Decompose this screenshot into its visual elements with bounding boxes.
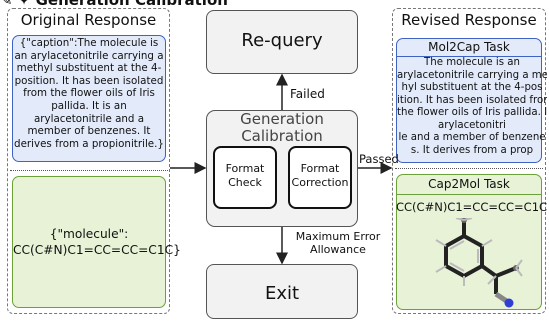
cap2mol-smiles-text: CC(C#N)C1=CC=CC=C1C <box>396 200 548 214</box>
original-response-title: Original Response <box>20 11 157 29</box>
cap2mol-task-label: Cap2Mol Task <box>428 177 510 191</box>
requery-label: Re-query <box>241 30 323 51</box>
original-caption-box <box>12 35 166 162</box>
mol2cap-task-label: Mol2Cap Task <box>428 40 510 54</box>
format-check-box <box>213 146 277 209</box>
molecule-structure-image <box>435 218 523 308</box>
format-correction-label: Format Correction <box>291 162 349 189</box>
mol2cap-task-box <box>396 38 542 163</box>
mol2cap-caption-line-5: the flower oils of Iris pallida. It is a… <box>397 107 547 118</box>
mol2cap-caption-line-3: hyl substituent at the 4-pos <box>401 82 543 93</box>
failed-label: Failed <box>290 87 325 101</box>
side-methyl-bond <box>495 266 517 278</box>
original-caption-text: {"caption":The molecule is an arylaceton… <box>14 37 164 150</box>
mol2cap-caption-line-4: ition. It has been isolated from <box>397 94 547 106</box>
exit-label: Exit <box>264 283 300 304</box>
mol2cap-separator <box>396 56 542 57</box>
format-check-label: Format Check <box>225 162 265 189</box>
generation-calibration-label: Generation Calibration <box>240 110 324 145</box>
passed-label: Passed <box>359 152 399 166</box>
mol2cap-caption-line-6: arylacetonitri <box>438 119 506 131</box>
mol2cap-caption-line-1: The molecule is an <box>424 57 520 68</box>
cap2mol-task-box <box>396 174 542 310</box>
side-chain-bond <box>480 264 498 278</box>
max-error-allowance-label: Maximum Error Allowance <box>295 230 381 256</box>
mol2cap-caption-line-2: arylacetonitrile carrying a met <box>397 69 547 81</box>
original-molecule-box <box>12 176 166 308</box>
mol2cap-caption-line-7: le and a member of benzene <box>398 132 546 143</box>
right-divider <box>395 168 543 169</box>
mol2cap-caption-line-8: s. It derives from a prop <box>410 144 534 156</box>
format-correction-box <box>288 146 352 209</box>
nitrogen-atom <box>504 298 514 308</box>
figure-title: ✎ ✦ Generation Calibration <box>0 0 228 9</box>
cap2mol-separator <box>396 194 542 195</box>
original-molecule-text: {"molecule": CC(C#N)C1=CC=CC=C1C} <box>13 227 181 257</box>
hydrogen-atoms <box>435 218 523 286</box>
left-divider <box>10 170 168 171</box>
requery-box <box>206 10 358 74</box>
exit-box <box>206 264 358 319</box>
revised-response-title: Revised Response <box>401 11 537 29</box>
